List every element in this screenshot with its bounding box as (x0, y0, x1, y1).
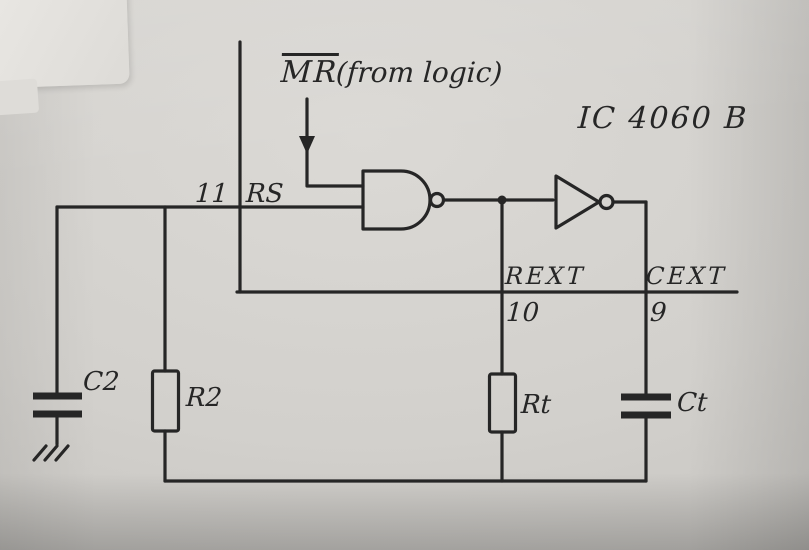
resistor-rt-body (487, 372, 518, 434)
ct-label: Ct (676, 388, 709, 418)
inverter-output-bubble (598, 193, 615, 211)
mr-arrowhead-icon (299, 136, 315, 154)
rt-label: Rt (520, 390, 552, 420)
wire-mr (305, 97, 365, 188)
rext-label: REXT (504, 262, 587, 290)
mr-label: MR (280, 53, 340, 90)
pin11-label: 11 (194, 179, 229, 209)
pin9-label: 9 (649, 298, 668, 328)
r2-label: R2 (185, 383, 223, 413)
ic-label: IC 4060 B (577, 101, 750, 136)
ground-symbol-icon (32, 444, 70, 462)
nand-output-bubble (428, 191, 446, 209)
c2-label: C2 (82, 367, 121, 397)
resistor-r2-body (150, 369, 181, 433)
mr-overline-text: MR (280, 53, 340, 90)
rs-label: RS (245, 179, 285, 209)
pin10-label: 10 (505, 298, 540, 328)
mr-note-label: (from logic) (335, 56, 504, 89)
cext-label: CEXT (645, 262, 728, 290)
inverter-body (554, 174, 601, 230)
nand-gate-body (361, 169, 432, 231)
